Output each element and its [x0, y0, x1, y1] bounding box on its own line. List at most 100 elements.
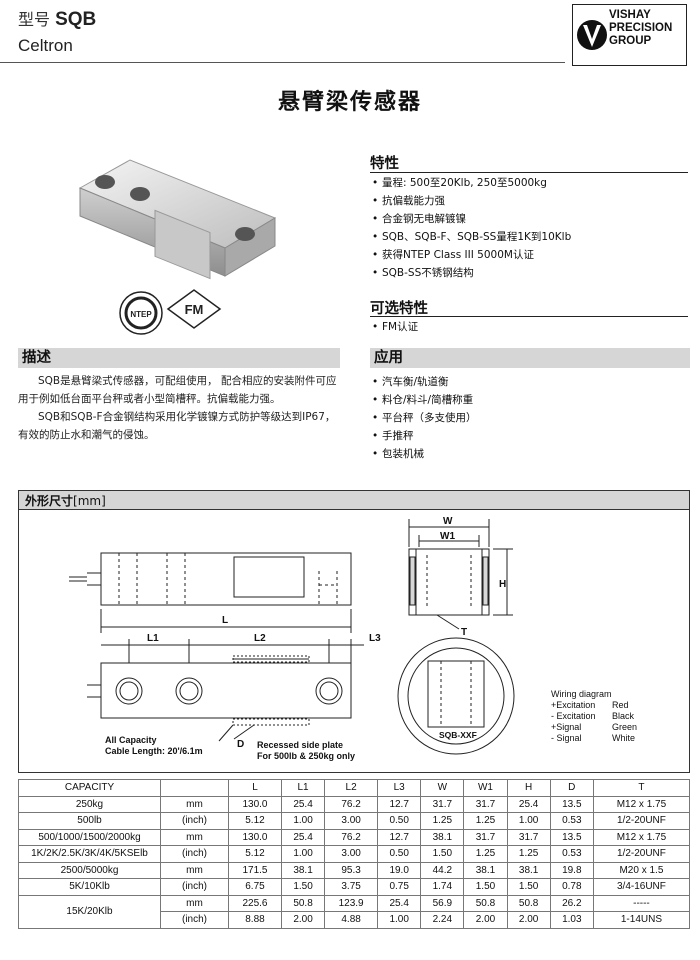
table-cell: 2.00 [506, 911, 551, 929]
table-cell: 1.25 [463, 845, 508, 863]
table-cell: M20 x 1.5 [592, 861, 691, 879]
options-heading: 可选特性 [370, 301, 428, 317]
dim-label-t: T [461, 627, 467, 638]
table-cell: 0.53 [549, 812, 594, 830]
wiring-name-4: - Signal [551, 733, 582, 743]
recessed-label: Recessed side plate [257, 740, 343, 750]
logo-mark-icon [577, 20, 607, 50]
table-cell: 1.50 [420, 845, 465, 863]
table-cell: (inch) [160, 878, 229, 896]
wiring-color-2: Black [612, 711, 635, 721]
table-cell: 5.12 [228, 845, 282, 863]
table-cell: mm [160, 861, 229, 879]
table-cell: 3.00 [324, 845, 379, 863]
spec-table: CAPACITY L L1 L2 L3 W W1 H D T 250kg mm 13… [18, 779, 691, 929]
table-cell: 1.00 [377, 911, 422, 929]
cable-length-label: Cable Length: 20'/6.1m [105, 746, 203, 756]
model-name: SQB [55, 9, 97, 30]
table-cell: 0.53 [549, 845, 594, 863]
table-cell: M12 x 1.75 [592, 795, 691, 813]
table-header-cell: L [228, 779, 282, 797]
table-cell: 25.4 [280, 828, 326, 846]
table-header-cell: W [420, 779, 465, 797]
table-cell: 1-14UNS [592, 911, 691, 929]
table-cell: 0.75 [377, 878, 422, 896]
wiring-color-4: White [612, 733, 635, 743]
dim-label-w: W [443, 516, 453, 527]
table-cell: 1.00 [280, 812, 326, 830]
table-cell: (inch) [160, 845, 229, 863]
table-cell: 25.4 [506, 795, 551, 813]
table-cell: 95.3 [324, 861, 379, 879]
dim-label-w1: W1 [440, 531, 455, 542]
header-rule [0, 62, 565, 63]
ntep-text: NTEP [130, 310, 152, 319]
table-cell: 26.2 [549, 894, 594, 912]
dim-label-d: D [237, 739, 244, 750]
description-heading: 描述 [18, 348, 340, 368]
table-cell: 2.00 [463, 911, 508, 929]
dimension-drawing: L L1 L2 L3 W W1 H T D All Capacity Cable… [69, 516, 637, 761]
table-header-cell [160, 779, 229, 797]
table-cell: 5.12 [228, 812, 282, 830]
table-cell: 1.50 [463, 878, 508, 896]
logo-line-1: VISHAY [609, 9, 651, 21]
table-cell: 130.0 [228, 795, 282, 813]
fm-cert-icon: FM [166, 289, 222, 329]
model-prefix: 型号 [18, 10, 51, 29]
table-cell: 225.6 [228, 894, 282, 912]
table-cell: 76.2 [324, 795, 379, 813]
xxf-label: SQB-XXF [439, 730, 477, 740]
dim-label-l3: L3 [369, 633, 381, 644]
table-cell: 76.2 [324, 828, 379, 846]
table-cell: 8.88 [228, 911, 282, 929]
table-cell: 1.50 [506, 878, 551, 896]
table-cell: 5K/10Klb [18, 878, 161, 896]
table-cell: 1.74 [420, 878, 465, 896]
applications-list: 汽车衡/轨道衡 料仓/料斗/简槽称重 平台秤（多支使用） 手推秤 包装机械 [370, 373, 477, 463]
table-cell: 12.7 [377, 795, 422, 813]
table-header-row: CAPACITY L L1 L2 L3 W W1 H D T [18, 779, 691, 797]
wiring-name-3: +Signal [551, 722, 581, 732]
table-cell: 25.4 [280, 795, 326, 813]
fm-text: FM [185, 302, 204, 317]
wiring-title: Wiring diagram [551, 689, 612, 699]
table-cell: 1.00 [506, 812, 551, 830]
list-item: SQB-SS不锈钢结构 [370, 264, 571, 282]
table-cell: 1.25 [420, 812, 465, 830]
list-item: 获得NTEP Class III 5000M认证 [370, 246, 571, 264]
dimensions-heading: 外形尺寸[mm] [18, 490, 690, 510]
recessed-label-2: For 500lb & 250kg only [257, 751, 355, 761]
table-header-cell: W1 [463, 779, 508, 797]
list-item: FM认证 [370, 318, 418, 336]
list-item: 料仓/料斗/简槽称重 [370, 391, 477, 409]
table-cell: 50.8 [463, 894, 508, 912]
table-cell: (inch) [160, 812, 229, 830]
table-cell: 50.8 [280, 894, 326, 912]
vishay-logo: VISHAY PRECISION GROUP [572, 4, 687, 66]
wiring-color-1: Red [612, 700, 629, 710]
table-cell: 130.0 [228, 828, 282, 846]
brand-name: Celtron [18, 36, 73, 55]
table-cell: 31.7 [420, 795, 465, 813]
description-body: SQB是悬臂梁式传感器，可配组使用， 配合相应的安装附件可应用于例如低台面平台秤… [18, 372, 340, 444]
applications-heading: 应用 [370, 348, 690, 368]
table-cell: mm [160, 894, 229, 912]
table-cell: 31.7 [463, 828, 508, 846]
table-cell: 19.8 [549, 861, 594, 879]
dimensions-unit: [mm] [73, 494, 106, 508]
table-header-cell: L1 [280, 779, 326, 797]
table-cell: 13.5 [549, 828, 594, 846]
dim-label-l1: L1 [147, 633, 159, 644]
wiring-name-1: +Excitation [551, 700, 595, 710]
wiring-color-3: Green [612, 722, 637, 732]
table-cell: 250kg [18, 795, 161, 813]
list-item: 包装机械 [370, 445, 477, 463]
